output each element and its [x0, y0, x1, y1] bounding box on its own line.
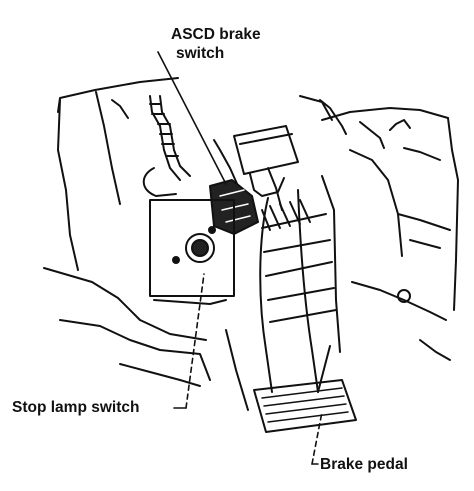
stop-lamp-leader-line	[185, 273, 205, 409]
ascd-leader-line	[157, 51, 227, 185]
dashboard-outline	[57, 77, 459, 311]
brake-pedal-label: Brake pedal	[320, 456, 408, 473]
ascd-brake-switch-label-line2: switch	[176, 45, 225, 62]
stop-lamp-switch-label: Stop lamp switch	[12, 399, 140, 416]
leader-lines	[157, 51, 323, 465]
wiring-harness	[142, 95, 411, 211]
brake-pedal-pad	[253, 379, 357, 433]
brake-pedal-arm	[259, 175, 341, 393]
lower-structure	[43, 267, 451, 411]
brake-pedal-leader-line	[311, 411, 323, 465]
ascd-brake-switch-label-line1: ASCD brake	[171, 26, 261, 43]
stop-lamp-switch-mount	[149, 199, 235, 305]
